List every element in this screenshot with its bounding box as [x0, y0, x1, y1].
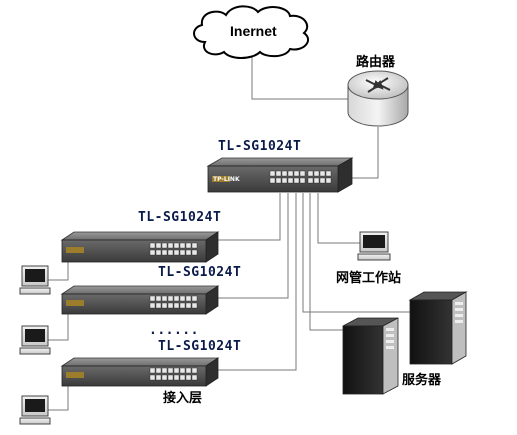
server-1-icon	[342, 317, 399, 395]
workstation-icon	[357, 231, 391, 261]
link-switch3-pc3	[48, 378, 69, 411]
access-switch-2-label: TL-SG1024T	[158, 265, 242, 280]
access-switch-3-icon	[60, 357, 220, 387]
ellipsis-label: ......	[149, 323, 199, 338]
access-switch-2-icon	[60, 285, 220, 315]
servers-label: 服务器	[402, 373, 442, 388]
router-label: 路由器	[356, 55, 396, 70]
link-cloud-router	[251, 47, 350, 100]
internet-label: Inernet	[230, 23, 277, 39]
link-core-server2	[302, 193, 412, 313]
workstation-label: 网管工作站	[336, 271, 402, 286]
core-switch-label: TL-SG1024T	[218, 139, 302, 154]
link-core-workstation	[317, 193, 360, 244]
link-core-switch3	[215, 193, 297, 371]
svg-text:TP-LINK: TP-LINK	[213, 176, 240, 183]
link-core-switch1	[215, 193, 281, 241]
access-switch-1-icon	[60, 231, 220, 263]
access-layer-label: 接入层	[163, 391, 203, 406]
router-icon	[347, 70, 409, 127]
link-core-switch2	[215, 193, 289, 299]
access-switch-3-label: TL-SG1024T	[158, 339, 242, 354]
pc-3-icon	[19, 395, 51, 425]
pc-2-icon	[19, 325, 51, 355]
pc-1-icon	[19, 265, 51, 295]
server-2-icon	[408, 291, 468, 365]
core-switch-icon: TP-LINK	[206, 157, 354, 193]
link-core-server1	[309, 193, 345, 331]
access-switch-1-label: TL-SG1024T	[138, 210, 222, 225]
connection-lines	[48, 47, 412, 411]
link-router-core	[345, 127, 379, 179]
link-switch2-pc2	[48, 305, 69, 341]
internet-cloud-icon	[193, 5, 309, 59]
